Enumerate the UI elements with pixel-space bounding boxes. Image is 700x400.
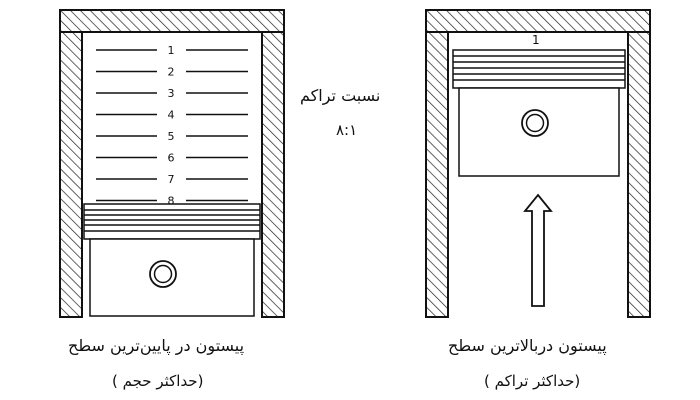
level-marker-label: 6 — [168, 152, 175, 165]
right-cylinder-wall-right — [627, 31, 651, 318]
left-cylinder-head — [59, 9, 285, 33]
left-piston — [83, 203, 261, 317]
level-marker-label: 3 — [168, 87, 175, 100]
level-marker-label: 4 — [168, 109, 175, 122]
right-piston — [452, 49, 626, 177]
right-cylinder-wall-left — [425, 31, 449, 318]
piston-body — [89, 238, 255, 317]
level-marker-label: 2 — [168, 66, 175, 79]
upward-arrow — [523, 193, 553, 307]
wrist-pin-inner — [153, 264, 173, 284]
left-subcaption: (حداکثر حجم ) — [112, 372, 204, 390]
left-caption: پیستون در پایین‌ترین سطح — [68, 336, 245, 355]
level-markers: 1 2 3 4 5 6 7 8 — [96, 44, 248, 208]
right-subcaption: (حداکثر تراکم ) — [484, 372, 581, 390]
level-marker-label: 7 — [168, 173, 175, 186]
right-cylinder — [425, 9, 651, 318]
right-top-marker: 1 — [532, 33, 540, 47]
left-cylinder: 1 2 3 4 5 6 7 8 — [59, 9, 285, 318]
right-cylinder-head — [425, 9, 651, 33]
right-caption: پیستون دربالاترین سطح — [448, 336, 607, 355]
level-marker-label: 5 — [168, 130, 175, 143]
wrist-pin-inner — [525, 113, 545, 133]
left-cylinder-wall-right — [261, 31, 285, 318]
ratio-value: ۸:۱ — [336, 121, 358, 139]
ratio-title: نسبت تراکم — [300, 86, 381, 105]
level-marker-label: 1 — [168, 44, 175, 57]
level-marker-label: 8 — [168, 195, 175, 208]
left-cylinder-wall-left — [59, 31, 83, 318]
